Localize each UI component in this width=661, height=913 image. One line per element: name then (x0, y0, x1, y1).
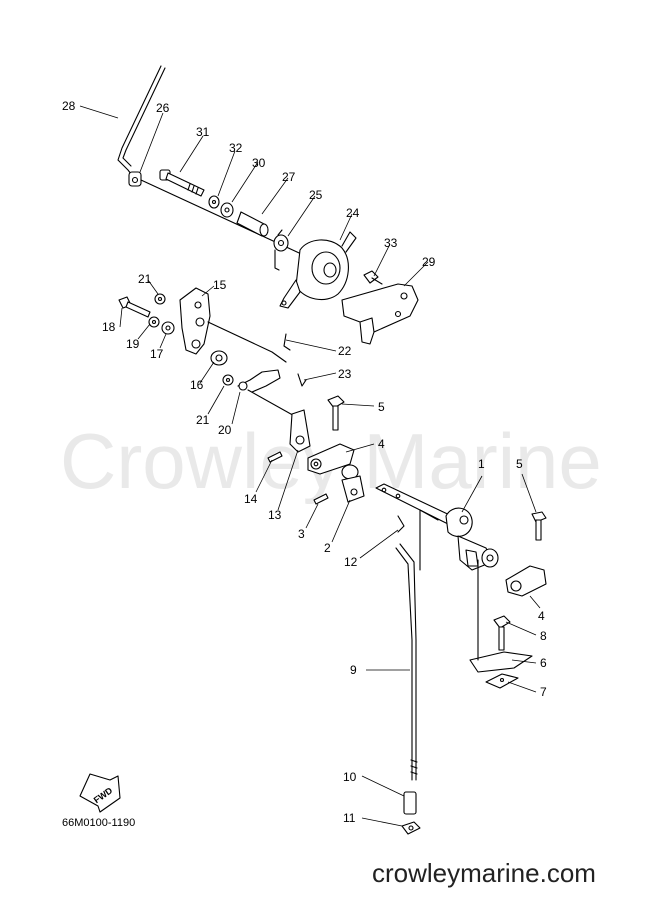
part-29-bracket (341, 283, 419, 345)
part-5-bolt-upper (327, 395, 345, 431)
part-27-collar (236, 211, 269, 237)
callout-20: 20 (218, 423, 232, 437)
callout-1: 1 (478, 457, 485, 471)
callout-27: 27 (282, 170, 296, 184)
callout-30: 30 (252, 156, 266, 170)
part-25-clip (273, 229, 289, 252)
callout-4-right: 4 (538, 609, 545, 623)
part-8-bolt (493, 615, 511, 651)
callout-18: 18 (102, 320, 116, 334)
part-13-arm (289, 409, 311, 453)
callout-13: 13 (268, 508, 282, 522)
part-31-bolt (159, 169, 205, 197)
part-9-rod (395, 543, 418, 781)
callout-28: 28 (62, 99, 76, 113)
part-1-shaft (375, 483, 499, 571)
callout-16: 16 (190, 378, 204, 392)
part-14-pin (267, 451, 283, 463)
callout-10: 10 (343, 770, 357, 784)
callout-labels: 28 26 31 32 30 27 25 24 33 29 21 15 18 1… (62, 99, 547, 825)
callout-14: 14 (244, 492, 258, 506)
callout-3: 3 (298, 527, 305, 541)
callout-22: 22 (338, 344, 352, 358)
part-5-bolt-right (531, 511, 547, 541)
part-4-clamp-upper (307, 443, 355, 475)
callout-31: 31 (196, 125, 210, 139)
callout-32: 32 (229, 141, 243, 155)
callout-21-lower: 21 (196, 413, 210, 427)
part-21-washer-lower (222, 374, 234, 386)
part-16-collar (210, 350, 228, 366)
callout-29: 29 (422, 255, 436, 269)
part-12-clip (397, 515, 405, 533)
callout-19: 19 (126, 337, 140, 351)
part-10-coupler (403, 791, 417, 815)
callout-8: 8 (540, 629, 547, 643)
callout-17: 17 (150, 347, 164, 361)
part-6-plate (469, 559, 533, 673)
part-11-nut (401, 821, 421, 835)
part-21-washer-upper (154, 293, 166, 305)
part-32-washer (208, 195, 220, 209)
part-19-washer (148, 316, 160, 328)
part-3-pin (313, 493, 329, 505)
callout-23: 23 (338, 367, 352, 381)
callout-12: 12 (344, 555, 358, 569)
callout-5-upper: 5 (378, 400, 385, 414)
part-18-bolt (118, 296, 151, 318)
part-4-clamp-right (505, 565, 547, 597)
callout-25: 25 (309, 188, 323, 202)
footer-site: crowleymarine.com (372, 858, 596, 888)
part-26-link (128, 171, 142, 187)
callout-4-upper: 4 (378, 437, 385, 451)
callout-26: 26 (156, 101, 170, 115)
diagram-code: 66M0100-1190 (62, 817, 135, 829)
callout-6: 6 (540, 656, 547, 670)
callout-2: 2 (324, 541, 331, 555)
part-33-bolt (363, 270, 383, 285)
callout-33: 33 (384, 236, 398, 250)
fwd-arrow: FWD (79, 773, 121, 813)
part-2-swivel (341, 464, 365, 503)
callout-7: 7 (540, 685, 547, 699)
callout-11: 11 (343, 811, 356, 825)
callout-24: 24 (346, 206, 360, 220)
part-17-washer (161, 321, 175, 335)
callout-9: 9 (350, 663, 357, 677)
part-28-rod (117, 65, 166, 179)
leader-lines (79, 105, 541, 827)
part-24-pulley (274, 231, 357, 309)
callout-21-upper: 21 (138, 272, 152, 286)
part-22-clip (283, 333, 291, 351)
part-15-lever (179, 287, 287, 363)
part-30-washer (220, 202, 234, 218)
part-7-plate (485, 673, 519, 689)
part-20-link (237, 369, 299, 419)
part-23-clip (297, 373, 307, 387)
callout-5-right: 5 (516, 457, 523, 471)
callout-15: 15 (213, 278, 227, 292)
